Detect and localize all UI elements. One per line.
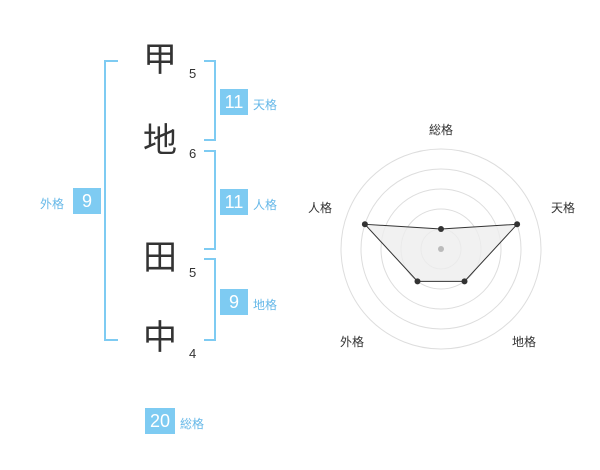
tenkaku-label: 天格 — [253, 98, 278, 112]
radar-label-gaikaku: 外格 — [340, 334, 364, 349]
radar-area — [363, 223, 519, 282]
tenkaku-badge: 11 — [220, 89, 248, 115]
surname-char-2: 地 — [143, 121, 177, 161]
radar-center-dot — [438, 246, 444, 252]
given-char-2: 中 — [143, 318, 177, 358]
surname-char-1: 甲 — [143, 40, 177, 80]
radar-label-chikaku: 地格 — [512, 334, 536, 349]
chikaku-badge: 9 — [220, 289, 248, 315]
radar-point-1 — [514, 221, 521, 228]
given-char-1-strokes: 5 — [189, 265, 197, 280]
jinkaku-label: 人格 — [253, 198, 278, 212]
radar-label-jinkaku: 人格 — [308, 200, 332, 215]
radar-point-2 — [461, 278, 468, 285]
surname-char-1-strokes: 5 — [189, 66, 197, 81]
gaikaku-bracket — [104, 60, 118, 341]
jinkaku-bracket — [204, 150, 216, 250]
radar-label-tenkaku: 天格 — [551, 200, 575, 215]
gaikaku-label: 外格 — [40, 197, 65, 211]
chikaku-label: 地格 — [253, 298, 278, 312]
given-char-2-strokes: 4 — [189, 346, 197, 361]
tenkaku-bracket — [204, 60, 216, 141]
radar-points — [361, 221, 521, 285]
gaikaku-badge: 9 — [73, 188, 101, 214]
radar-ring — [380, 188, 502, 310]
surname-char-2-strokes: 6 — [189, 146, 197, 161]
given-char-1: 田 — [143, 238, 177, 278]
jinkaku-badge: 11 — [220, 189, 248, 215]
chikaku-bracket — [204, 258, 216, 341]
radar-label-soukaku: 総格 — [429, 122, 453, 137]
soukaku-badge: 20 — [145, 408, 175, 434]
radar-point-4 — [361, 221, 368, 228]
radar-polygon — [363, 223, 519, 282]
radar-ring — [340, 148, 542, 350]
radar-ring — [360, 168, 522, 330]
radar-point-3 — [414, 278, 421, 285]
radar-point-0 — [438, 226, 444, 232]
soukaku-label: 総格 — [180, 417, 205, 431]
